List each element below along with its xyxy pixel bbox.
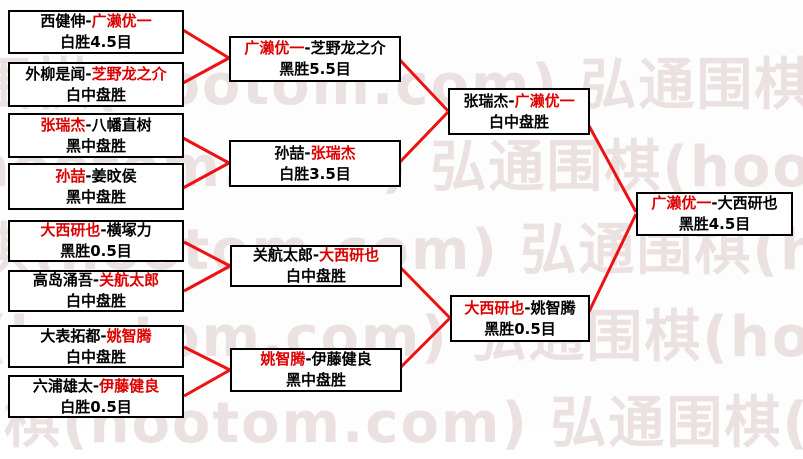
player-name: 大西研也	[464, 298, 525, 317]
match-box-r1-4: 孙喆-姜旼侯 黑中盘胜	[8, 163, 184, 210]
player-name: 张瑞杰	[463, 91, 509, 110]
match-players: 外柳是闻-芝野龙之介	[10, 64, 182, 85]
match-result: 黑中盘胜	[65, 136, 126, 155]
match-box-r1-2: 外柳是闻-芝野龙之介 白中盘胜	[8, 62, 184, 107]
match-result: 黑中盘胜	[285, 371, 346, 389]
match-result: 白中盘胜	[65, 292, 126, 310]
player-name: 高岛涌吾	[32, 271, 93, 289]
match-box-r2-1: 广濑优一-芝野龙之介 黑胜5.5目	[229, 36, 401, 82]
match-result: 黑胜4.5目	[678, 215, 751, 233]
dash: -	[305, 350, 312, 368]
dash: -	[85, 115, 92, 134]
player-name: 广濑优一	[514, 91, 575, 110]
player-name: 大西研也	[717, 194, 778, 212]
player-name: 横塚力	[106, 221, 152, 239]
player-name: 孙喆	[274, 143, 305, 162]
player-name: 张瑞杰	[310, 143, 356, 162]
dash: -	[85, 166, 92, 185]
dash: -	[85, 64, 92, 83]
dash: -	[100, 326, 107, 345]
player-name: 大表拓都	[40, 326, 101, 345]
match-players: 广濑优一-芝野龙之介	[231, 38, 399, 59]
player-name: 西健伸	[40, 12, 86, 30]
match-box-r2-3: 关航太郎-大西研也 白中盘胜	[230, 245, 402, 287]
dash: -	[312, 246, 320, 264]
dash: -	[100, 221, 107, 239]
dash: -	[304, 39, 311, 57]
match-players: 高岛涌吾-关航太郎	[10, 270, 182, 291]
player-name: 广濑优一	[91, 12, 152, 30]
tournament-bracket: 弘通围棋(hootom.com) 弘通围棋(hootom.com) 弘通围棋(h…	[0, 10, 803, 456]
match-box-r1-7: 大表拓都-姚智腾 白中盘胜	[8, 325, 184, 368]
match-players: 张瑞杰-广濑优一	[450, 91, 588, 112]
player-name: 姚智腾	[106, 326, 152, 345]
dash: -	[85, 12, 92, 30]
player-name: 伊藤健良	[99, 376, 160, 395]
dash: -	[92, 376, 100, 395]
match-box-final: 广濑优一-大西研也 黑胜4.5目	[636, 192, 793, 236]
player-name: 关航太郎	[252, 246, 313, 264]
match-result: 黑胜5.5目	[279, 60, 351, 78]
match-result: 白中盘胜	[285, 267, 346, 285]
match-box-sf-1: 张瑞杰-广濑优一 白中盘胜	[448, 88, 590, 135]
player-name: 广濑优一	[651, 194, 712, 212]
dash: -	[711, 194, 718, 212]
match-result: 白胜4.5目	[60, 33, 132, 51]
match-result: 白胜0.5目	[60, 397, 132, 416]
match-result: 黑胜0.5目	[60, 242, 132, 260]
player-name: 张瑞杰	[40, 115, 86, 134]
player-name: 芝野龙之介	[91, 64, 167, 83]
match-box-r1-1: 西健伸-广濑优一 白胜4.5目	[8, 10, 184, 54]
player-name: 大西研也	[319, 246, 380, 264]
match-box-r1-3: 张瑞杰-八幡直树 黑中盘胜	[8, 113, 184, 158]
match-players: 孙喆-姜旼侯	[10, 166, 182, 187]
player-name: 六浦雄太	[32, 376, 93, 395]
player-name: 广濑优一	[244, 39, 305, 57]
player-name: 芝野龙之介	[310, 39, 386, 57]
match-result: 白中盘胜	[65, 347, 126, 366]
match-result: 白中盘胜	[488, 112, 549, 131]
match-result: 白中盘胜	[65, 85, 126, 104]
player-name: 姜旼侯	[91, 166, 137, 185]
dash: -	[92, 271, 100, 289]
match-box-r1-6: 高岛涌吾-关航太郎 白中盘胜	[8, 270, 184, 312]
match-players: 西健伸-广濑优一	[10, 11, 182, 32]
player-name: 大西研也	[40, 221, 101, 239]
dash: -	[304, 143, 311, 162]
match-players: 大表拓都-姚智腾	[10, 326, 182, 347]
match-box-r2-4: 姚智腾-伊藤健良 黑中盘胜	[230, 348, 402, 392]
match-box-sf-2: 大西研也-姚智腾 黑胜0.5目	[450, 295, 590, 342]
match-players: 大西研也-横塚力	[10, 220, 182, 241]
match-players: 孙喆-张瑞杰	[231, 143, 399, 164]
match-players: 六浦雄太-伊藤健良	[10, 376, 182, 397]
dash: -	[508, 91, 515, 110]
player-name: 八幡直树	[91, 115, 152, 134]
match-result: 黑中盘胜	[65, 187, 126, 206]
match-result: 黑胜0.5目	[484, 319, 556, 338]
match-box-r1-8: 六浦雄太-伊藤健良 白胜0.5目	[8, 375, 184, 418]
player-name: 姚智腾	[530, 298, 576, 317]
player-name: 伊藤健良	[311, 350, 372, 368]
match-players: 张瑞杰-八幡直树	[10, 115, 182, 136]
match-box-r1-5: 大西研也-横塚力 黑胜0.5目	[8, 220, 184, 262]
player-name: 外柳是闻	[25, 64, 86, 83]
match-result: 白胜3.5目	[279, 164, 351, 183]
match-players: 广濑优一-大西研也	[638, 193, 791, 214]
dash: -	[524, 298, 531, 317]
match-players: 关航太郎-大西研也	[232, 245, 400, 266]
player-name: 姚智腾	[260, 350, 306, 368]
player-name: 关航太郎	[99, 271, 160, 289]
player-name: 孙喆	[55, 166, 86, 185]
match-players: 姚智腾-伊藤健良	[232, 349, 400, 370]
match-box-r2-2: 孙喆-张瑞杰 白胜3.5目	[229, 140, 401, 187]
match-players: 大西研也-姚智腾	[452, 298, 588, 319]
